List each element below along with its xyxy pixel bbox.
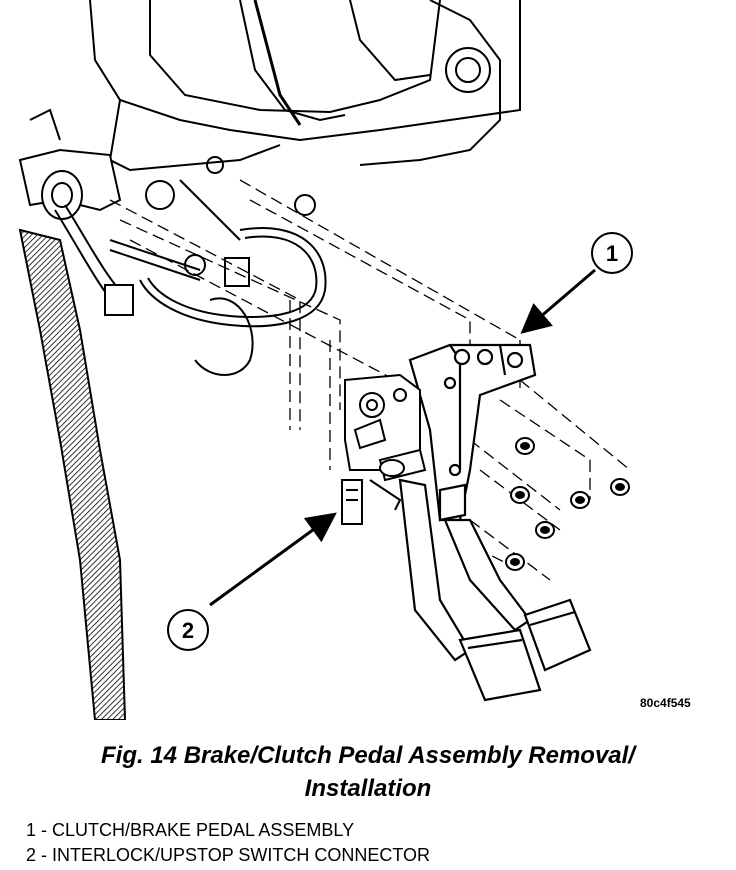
nut-4: [505, 553, 525, 571]
legend-item-2: 2 - INTERLOCK/UPSTOP SWITCH CONNECTOR: [26, 845, 431, 865]
interlock-connector: [341, 479, 363, 525]
callout-2-number: 2: [182, 618, 194, 643]
callout-1-number: 1: [606, 241, 618, 266]
wiring-harness: [104, 156, 327, 376]
nut-6: [610, 478, 630, 496]
nut-3: [535, 521, 555, 539]
figure-code: 80c4f545: [640, 696, 691, 710]
nut-2: [510, 486, 530, 504]
pedal-bracket: [408, 343, 537, 522]
nut-1: [515, 437, 535, 455]
nut-5: [570, 491, 590, 509]
switch-bracket: [341, 373, 427, 525]
pedal-assembly-illustration: 1 2: [18, 0, 633, 720]
figure-caption-line2: Installation: [304, 775, 432, 802]
callout-2: 2: [167, 512, 337, 651]
steering-column-area: [18, 108, 131, 720]
callout-1: 1: [520, 232, 633, 334]
alignment-lines: [109, 179, 631, 581]
figure-caption-line1: Fig. 14 Brake/Clutch Pedal Assembly Remo…: [101, 742, 635, 769]
clutch-pedal: [398, 478, 542, 702]
dash-panel: [89, 0, 521, 172]
legend-item-1: 1 - CLUTCH/BRAKE PEDAL ASSEMBLY: [26, 820, 355, 840]
mounting-nuts: [505, 437, 630, 571]
brake-pedal: [443, 518, 592, 672]
